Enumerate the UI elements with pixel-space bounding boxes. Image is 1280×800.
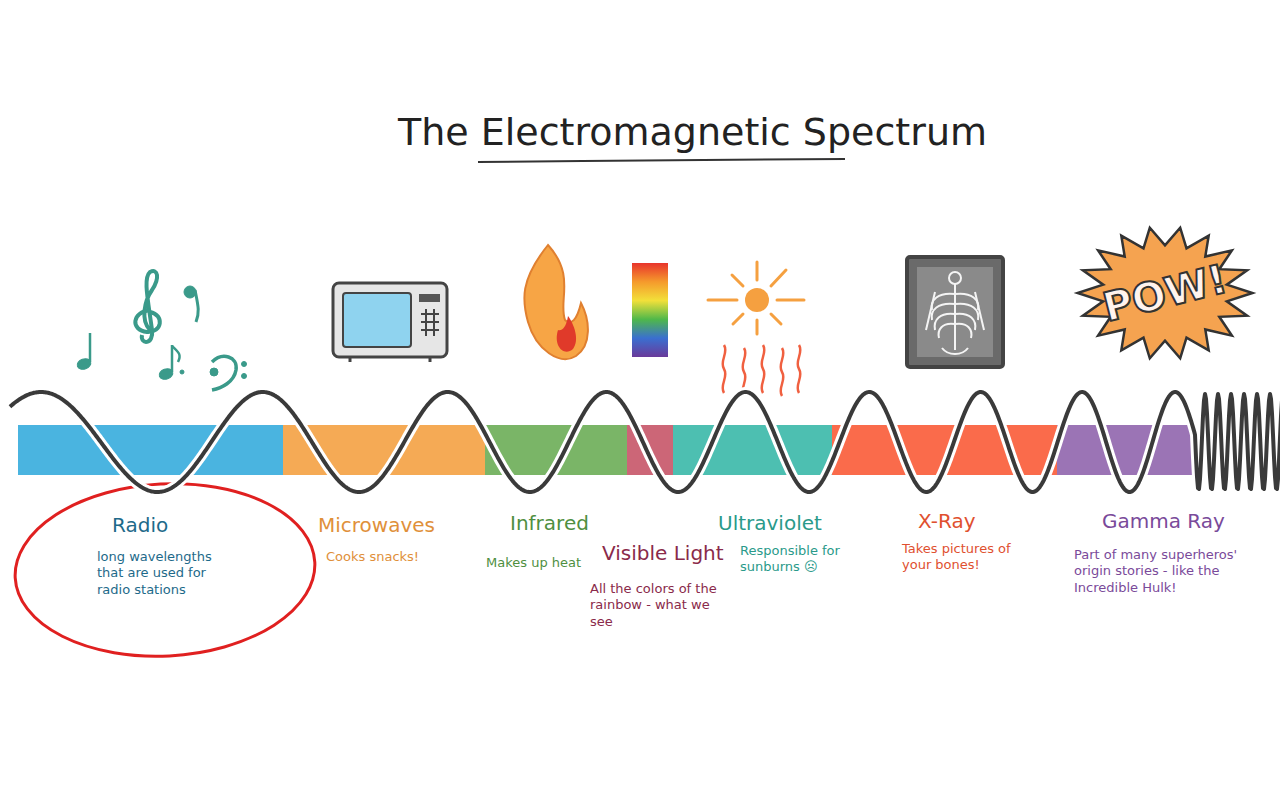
band-description: Part of many superheros' origin stories … bbox=[1074, 547, 1274, 596]
band-description: Takes pictures of your bones! bbox=[902, 541, 1032, 574]
spectrum-band: Gamma RayPart of many superheros' origin… bbox=[1057, 425, 1200, 475]
spectrum-band: InfraredMakes up heat bbox=[485, 425, 627, 475]
title-underline bbox=[478, 159, 845, 162]
xray-icon bbox=[907, 257, 1003, 367]
spectrum-band: Visible LightAll the colors of the rainb… bbox=[627, 425, 673, 475]
wave-outline bbox=[10, 392, 1280, 492]
band-description: Makes up heat bbox=[486, 555, 606, 571]
music-notes bbox=[76, 271, 247, 390]
spectrum-band: Radiolong wavelengths that are used for … bbox=[18, 425, 283, 475]
band-name: X-Ray bbox=[918, 509, 975, 534]
spectrum-band: UltravioletResponsible for sunburns ☹ bbox=[673, 425, 832, 475]
band-name: Microwaves bbox=[318, 513, 435, 538]
band-description: Responsible for sunburns ☹ bbox=[740, 543, 880, 576]
em-wave bbox=[10, 392, 1280, 492]
band-name: Infrared bbox=[510, 511, 589, 536]
highlight-circle bbox=[11, 476, 320, 663]
band-description: All the colors of the rainbow - what we … bbox=[590, 581, 732, 630]
band-name: Radio bbox=[112, 513, 168, 538]
band-description: Cooks snacks! bbox=[326, 549, 466, 565]
microwave-icon bbox=[333, 283, 447, 362]
spectrum-band: X-RayTakes pictures of your bones! bbox=[832, 425, 1057, 475]
title: The Electromagnetic Spectrum bbox=[398, 110, 987, 154]
band-name: Ultraviolet bbox=[718, 511, 822, 536]
rainbow-bar bbox=[632, 263, 668, 357]
sun-icon bbox=[708, 262, 804, 396]
pow-burst bbox=[1078, 228, 1253, 359]
band-description: long wavelengths that are used for radio… bbox=[97, 549, 237, 598]
flame-icon bbox=[524, 245, 588, 359]
spectrum-band: MicrowavesCooks snacks! bbox=[283, 425, 485, 475]
band-name: Visible Light bbox=[602, 541, 724, 566]
band-name: Gamma Ray bbox=[1102, 509, 1225, 534]
